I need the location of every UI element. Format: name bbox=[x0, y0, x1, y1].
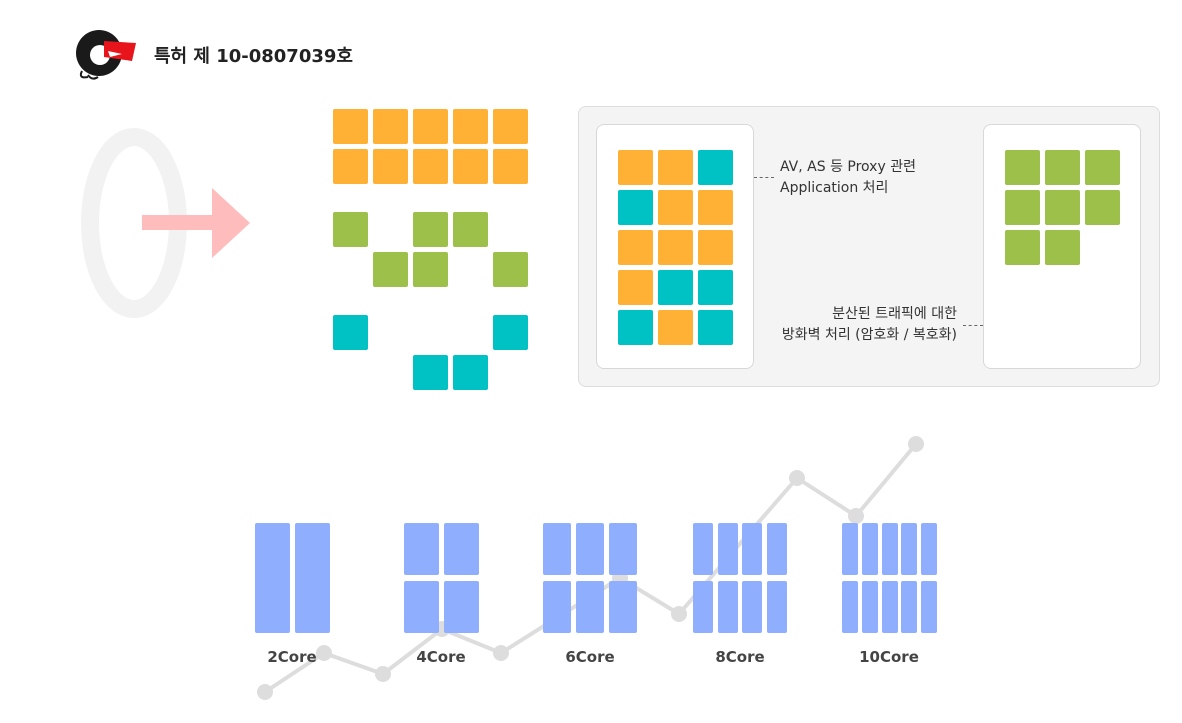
core-block bbox=[921, 581, 937, 633]
block-teal bbox=[658, 270, 693, 305]
block-orange bbox=[618, 230, 653, 265]
core-block bbox=[718, 581, 738, 633]
patent-number: 특허 제 10-0807039호 bbox=[154, 46, 353, 67]
block-teal bbox=[618, 310, 653, 345]
block-orange bbox=[373, 109, 408, 144]
core-block bbox=[404, 581, 439, 633]
block-orange bbox=[658, 190, 693, 225]
trend-point bbox=[493, 645, 509, 661]
block-green bbox=[413, 252, 448, 287]
core-block bbox=[609, 523, 637, 575]
block-teal bbox=[493, 315, 528, 350]
core-block bbox=[767, 523, 787, 575]
core-block bbox=[444, 581, 479, 633]
core-block bbox=[882, 523, 898, 575]
core-label-10: 10Core bbox=[859, 648, 919, 666]
firewall-annotation-line1: 분산된 트래픽에 대한 bbox=[832, 306, 957, 322]
core-block bbox=[862, 581, 878, 633]
block-green bbox=[1085, 190, 1120, 225]
core-block bbox=[576, 523, 604, 575]
core-label-4: 4Core bbox=[416, 648, 466, 666]
core-block bbox=[609, 581, 637, 633]
application-card bbox=[596, 124, 754, 369]
core-block bbox=[901, 523, 917, 575]
core-block bbox=[295, 523, 330, 633]
block-orange bbox=[493, 109, 528, 144]
block-teal bbox=[698, 150, 733, 185]
block-orange bbox=[658, 150, 693, 185]
block-orange bbox=[453, 149, 488, 184]
block-green bbox=[1045, 230, 1080, 265]
block-orange bbox=[618, 150, 653, 185]
firewall-annotation: 분산된 트래픽에 대한 방화벽 처리 (암호화 / 복호화) bbox=[782, 304, 957, 346]
core-block bbox=[444, 523, 479, 575]
block-green bbox=[413, 212, 448, 247]
block-green bbox=[1005, 190, 1040, 225]
firewall-leader-line bbox=[963, 325, 983, 326]
block-orange bbox=[493, 149, 528, 184]
trend-point bbox=[316, 645, 332, 661]
block-teal bbox=[413, 355, 448, 390]
core-block bbox=[921, 523, 937, 575]
block-green bbox=[1045, 150, 1080, 185]
trend-point bbox=[375, 666, 391, 682]
application-annotation-line1: AV, AS 등 Proxy 관련 bbox=[780, 159, 916, 175]
core-label-8: 8Core bbox=[715, 648, 765, 666]
firewall-card bbox=[983, 124, 1141, 369]
block-orange bbox=[373, 149, 408, 184]
block-green bbox=[1045, 190, 1080, 225]
core-block bbox=[901, 581, 917, 633]
core-block bbox=[882, 581, 898, 633]
core-block bbox=[543, 581, 571, 633]
core-block bbox=[767, 581, 787, 633]
patent-logo-icon bbox=[76, 30, 136, 80]
core-block bbox=[543, 523, 571, 575]
application-annotation: AV, AS 등 Proxy 관련 Application 처리 bbox=[780, 157, 916, 199]
application-leader-line bbox=[754, 177, 774, 178]
trend-point bbox=[908, 436, 924, 452]
block-green bbox=[1085, 150, 1120, 185]
application-annotation-line2: Application 처리 bbox=[780, 180, 889, 196]
core-block bbox=[718, 523, 738, 575]
block-green bbox=[493, 252, 528, 287]
core-block bbox=[742, 581, 762, 633]
core-block bbox=[742, 523, 762, 575]
trend-point bbox=[848, 508, 864, 524]
core-label-6: 6Core bbox=[565, 648, 615, 666]
block-green bbox=[453, 212, 488, 247]
block-orange bbox=[618, 270, 653, 305]
firewall-annotation-line2: 방화벽 처리 (암호화 / 복호화) bbox=[781, 327, 957, 343]
block-teal bbox=[618, 190, 653, 225]
block-teal bbox=[333, 315, 368, 350]
block-orange bbox=[413, 149, 448, 184]
core-label-2: 2Core bbox=[267, 648, 317, 666]
block-teal bbox=[698, 270, 733, 305]
core-block bbox=[862, 523, 878, 575]
block-green bbox=[1005, 230, 1040, 265]
block-orange bbox=[413, 109, 448, 144]
block-orange bbox=[658, 230, 693, 265]
arrow-icon bbox=[142, 188, 250, 258]
block-green bbox=[333, 212, 368, 247]
trend-point bbox=[789, 470, 805, 486]
core-block bbox=[842, 581, 858, 633]
block-green bbox=[1005, 150, 1040, 185]
block-green bbox=[373, 252, 408, 287]
trend-point bbox=[671, 606, 687, 622]
block-orange bbox=[658, 310, 693, 345]
block-orange bbox=[698, 190, 733, 225]
block-teal bbox=[453, 355, 488, 390]
trend-point bbox=[257, 684, 273, 700]
core-block bbox=[842, 523, 858, 575]
core-block bbox=[404, 523, 439, 575]
core-block bbox=[576, 581, 604, 633]
block-orange bbox=[453, 109, 488, 144]
core-block bbox=[255, 523, 290, 633]
block-orange bbox=[333, 149, 368, 184]
block-teal bbox=[698, 310, 733, 345]
block-orange bbox=[333, 109, 368, 144]
block-orange bbox=[698, 230, 733, 265]
core-block bbox=[693, 581, 713, 633]
core-block bbox=[693, 523, 713, 575]
